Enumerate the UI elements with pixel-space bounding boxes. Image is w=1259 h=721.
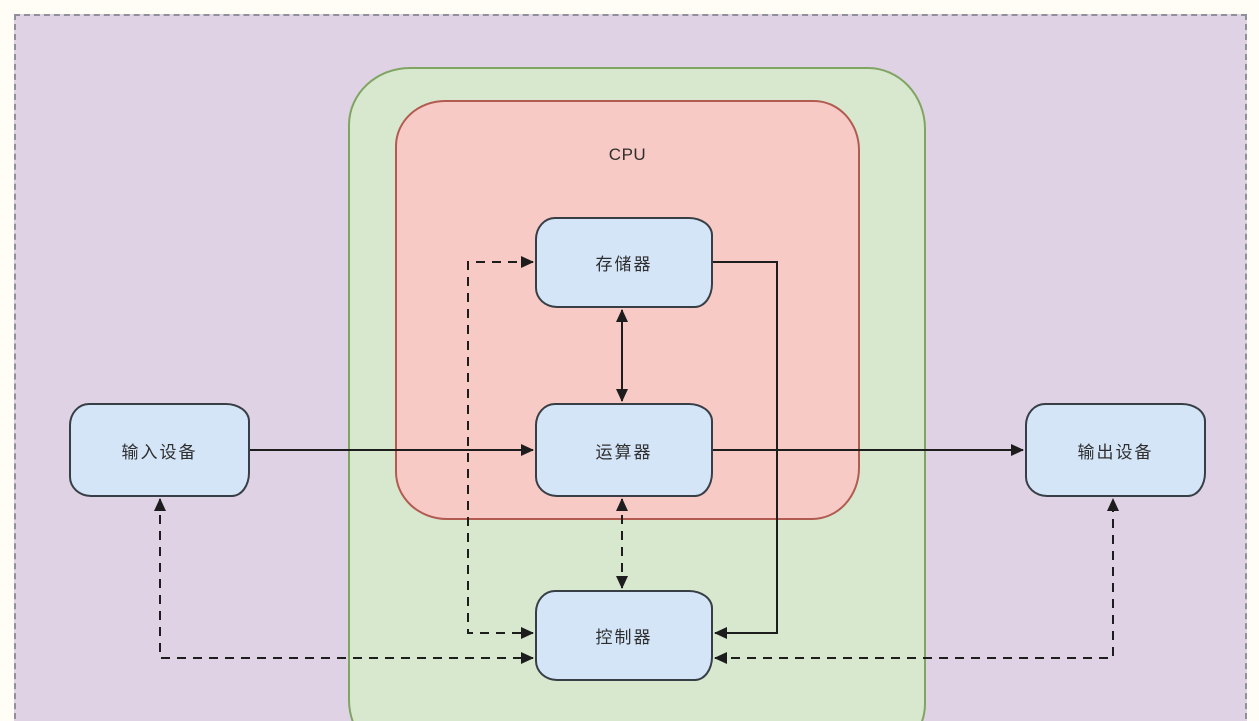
edge-memory-to-controller-right[interactable] (713, 261, 778, 639)
edge-controller-output-bidirectional[interactable] (714, 498, 1119, 664)
edge-controller-input-bidirectional[interactable] (154, 498, 534, 664)
node-input-device-label: 输入设备 (121, 442, 198, 462)
node-alu[interactable]: 运算器 (535, 403, 713, 497)
cpu-label: CPU (608, 145, 647, 164)
node-memory-label: 存储器 (595, 255, 653, 274)
node-controller[interactable]: 控制器 (535, 590, 713, 681)
node-memory[interactable]: 存储器 (535, 217, 713, 308)
node-controller-label: 控制器 (595, 628, 653, 647)
node-alu-label: 运算器 (595, 442, 653, 462)
edge-controller-memory-left-bidirectional[interactable] (467, 256, 534, 639)
node-input-device[interactable]: 输入设备 (69, 403, 250, 497)
node-output-device[interactable]: 输出设备 (1025, 403, 1206, 497)
node-output-device-label: 输出设备 (1077, 442, 1154, 462)
